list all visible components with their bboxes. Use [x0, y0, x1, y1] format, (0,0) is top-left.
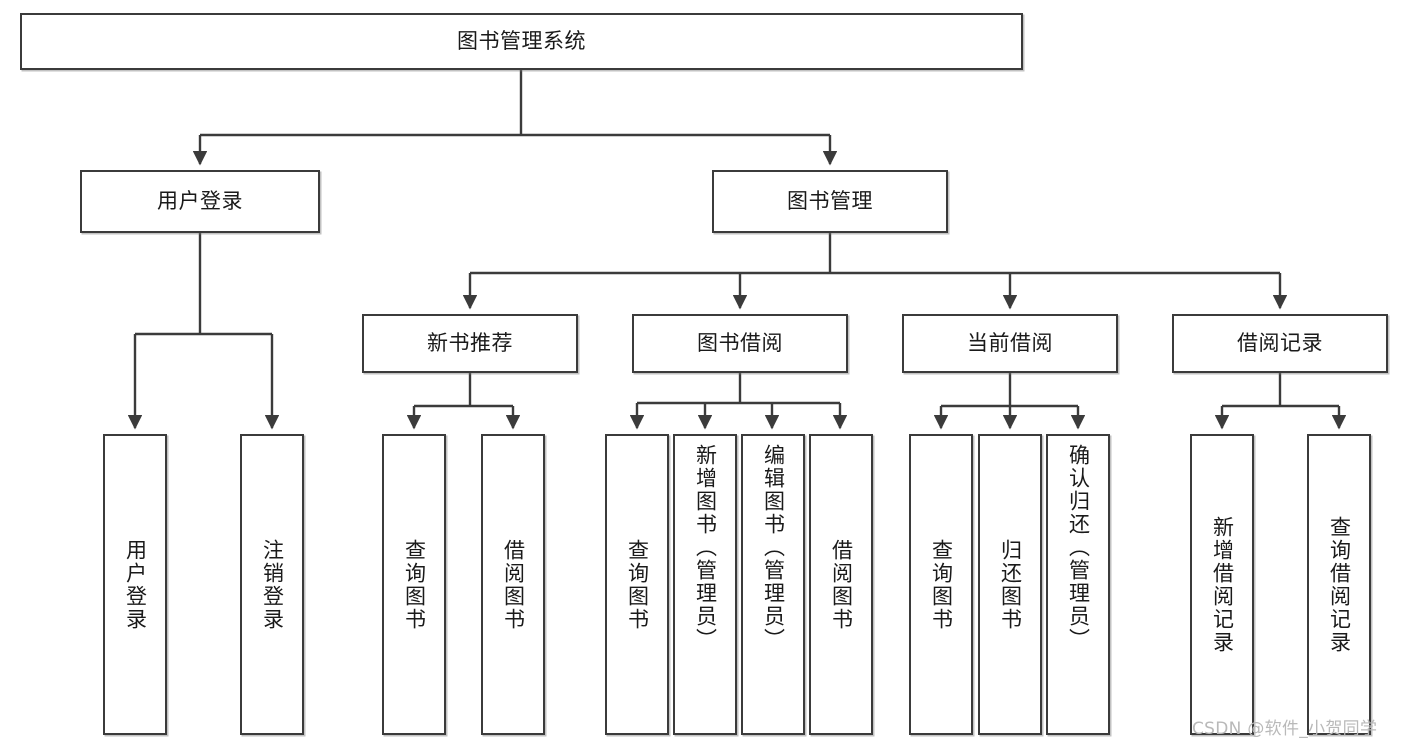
node-user-login[interactable]: 用户登录 [80, 170, 320, 233]
leaf-confirm-return[interactable]: 确认归还（管理员） [1046, 434, 1110, 735]
leaf-add-book[interactable]: 新增图书（管理员） [673, 434, 737, 735]
leaf-borrow-book-recommend[interactable]: 借阅图书 [481, 434, 545, 735]
node-label: 新增借阅记录 [1210, 515, 1235, 654]
node-new-book-recommend[interactable]: 新书推荐 [362, 314, 578, 373]
node-label: 确认归还（管理员） [1066, 444, 1091, 651]
node-label: 新书推荐 [427, 331, 513, 356]
node-current-borrow[interactable]: 当前借阅 [902, 314, 1118, 373]
leaf-add-borrow-record[interactable]: 新增借阅记录 [1190, 434, 1254, 735]
node-book-management[interactable]: 图书管理 [712, 170, 948, 233]
leaf-query-book-current[interactable]: 查询图书 [909, 434, 973, 735]
leaf-edit-book[interactable]: 编辑图书（管理员） [741, 434, 805, 735]
node-label: 编辑图书（管理员） [761, 444, 786, 651]
node-label: 用户登录 [157, 189, 243, 214]
node-label: 新增图书（管理员） [693, 444, 718, 651]
node-label: 借阅记录 [1237, 331, 1323, 356]
leaf-logout[interactable]: 注销登录 [240, 434, 304, 735]
node-label: 当前借阅 [967, 331, 1053, 356]
node-label: 借阅图书 [829, 538, 854, 631]
node-label: 借阅图书 [501, 538, 526, 631]
node-book-borrow[interactable]: 图书借阅 [632, 314, 848, 373]
leaf-query-book-borrow[interactable]: 查询图书 [605, 434, 669, 735]
leaf-query-book-recommend[interactable]: 查询图书 [382, 434, 446, 735]
leaf-query-borrow-record[interactable]: 查询借阅记录 [1307, 434, 1371, 735]
node-label: 图书管理系统 [457, 29, 586, 54]
node-label: 查询图书 [402, 538, 427, 631]
node-label: 归还图书 [998, 538, 1023, 631]
node-label: 查询图书 [929, 538, 954, 631]
node-root-system[interactable]: 图书管理系统 [20, 13, 1023, 70]
node-label: 图书借阅 [697, 331, 783, 356]
leaf-borrow-book[interactable]: 借阅图书 [809, 434, 873, 735]
node-label: 图书管理 [787, 189, 873, 214]
watermark: CSDN @软件_小贺同学 [1192, 719, 1378, 739]
leaf-return-book[interactable]: 归还图书 [978, 434, 1042, 735]
leaf-user-login[interactable]: 用户登录 [103, 434, 167, 735]
node-borrow-record[interactable]: 借阅记录 [1172, 314, 1388, 373]
node-label: 注销登录 [260, 538, 285, 631]
node-label: 查询借阅记录 [1327, 515, 1352, 654]
node-label: 用户登录 [123, 538, 148, 631]
node-label: 查询图书 [625, 538, 650, 631]
